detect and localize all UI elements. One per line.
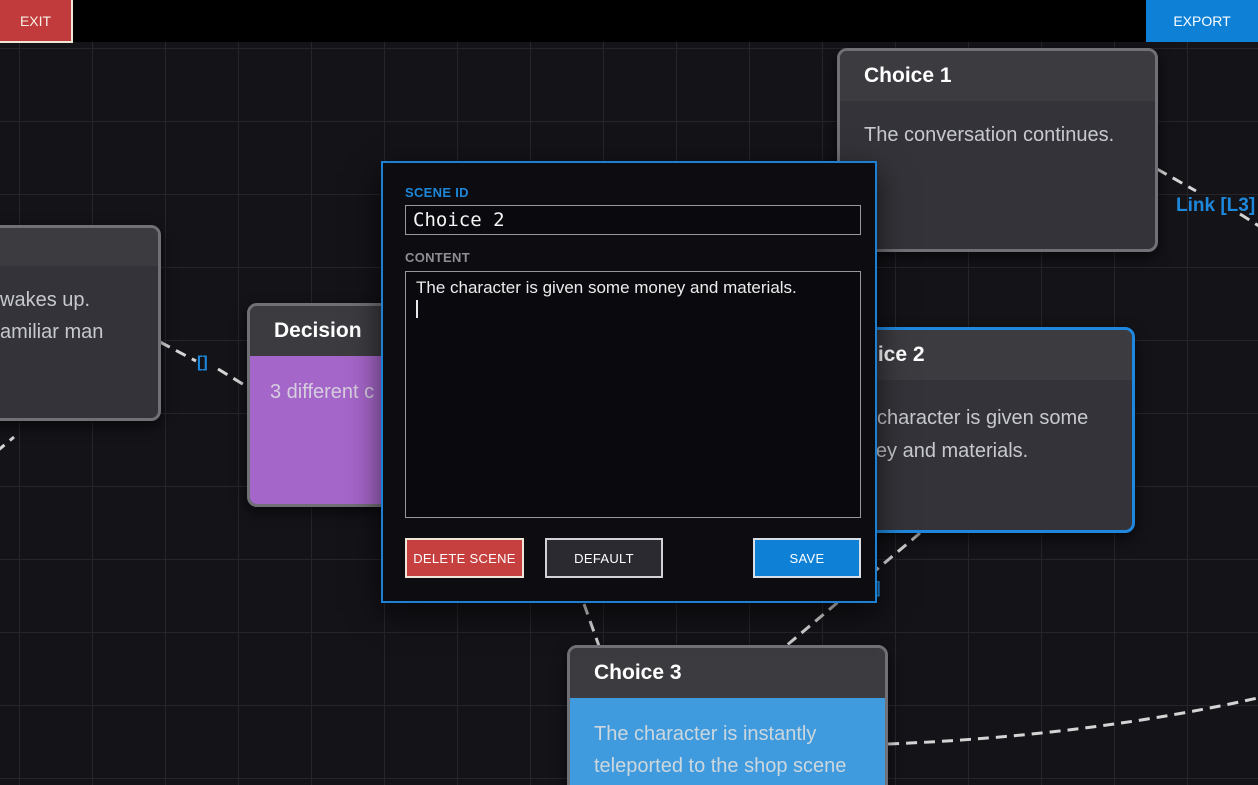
- export-button[interactable]: EXPORT: [1146, 0, 1258, 42]
- node-title: Choice 3: [594, 661, 682, 684]
- scene-node-partial-left[interactable]: wakes up. amiliar man: [0, 225, 161, 421]
- text-caret: [416, 300, 418, 318]
- scene-edit-dialog: SCENE ID CONTENT The character is given …: [381, 161, 877, 603]
- content-label: CONTENT: [405, 250, 470, 265]
- node-title: Choice 1: [864, 64, 952, 87]
- node-body: The character is given some money and ma…: [837, 407, 1089, 462]
- modal-button-row: DELETE SCENE DEFAULT SAVE: [405, 538, 861, 578]
- link-label-l3[interactable]: Link [L3]: [1176, 195, 1256, 216]
- delete-scene-button[interactable]: DELETE SCENE: [405, 538, 524, 578]
- top-toolbar: EXIT EXPORT: [0, 0, 1258, 43]
- scene-id-input[interactable]: [405, 205, 861, 235]
- link-line-left-to-decision-b: [217, 367, 247, 388]
- node-body: The character is instantly teleported to…: [570, 698, 885, 785]
- default-button[interactable]: DEFAULT: [545, 538, 663, 578]
- node-body-line: wakes up.: [0, 289, 91, 311]
- link-line-choice3-out: [887, 696, 1258, 746]
- scene-node-choice3[interactable]: Choice 3 The character is instantly tele…: [567, 645, 888, 785]
- link-line-choice2-to-choice3: [785, 531, 921, 648]
- link-line-choice1-out-b: [1239, 212, 1258, 228]
- node-body-line: amiliar man: [0, 321, 104, 343]
- link-label-partial-bracket: ]: [875, 578, 881, 597]
- node-header: Choice 3: [570, 648, 885, 698]
- link-line-choice1-out-a: [1156, 167, 1197, 193]
- exit-button[interactable]: EXIT: [0, 0, 73, 43]
- node-header: [0, 228, 158, 266]
- node-title: Decision: [274, 319, 362, 342]
- link-label-empty-brackets[interactable]: []: [197, 354, 208, 371]
- link-line-left-to-decision-a: [159, 340, 197, 363]
- link-line-offscreen-left: [0, 435, 15, 451]
- save-button[interactable]: SAVE: [753, 538, 861, 578]
- scene-id-label: SCENE ID: [405, 185, 469, 200]
- scene-node-choice1[interactable]: Choice 1 The conversation continues.: [837, 48, 1158, 252]
- node-body: wakes up. amiliar man: [0, 266, 158, 348]
- content-textarea[interactable]: The character is given some money and ma…: [405, 271, 861, 518]
- link-line-modal-to-choice3: [582, 603, 601, 647]
- content-text: The character is given some money and ma…: [416, 278, 797, 297]
- node-header: Choice 1: [840, 51, 1155, 101]
- node-body: The conversation continues.: [864, 124, 1115, 146]
